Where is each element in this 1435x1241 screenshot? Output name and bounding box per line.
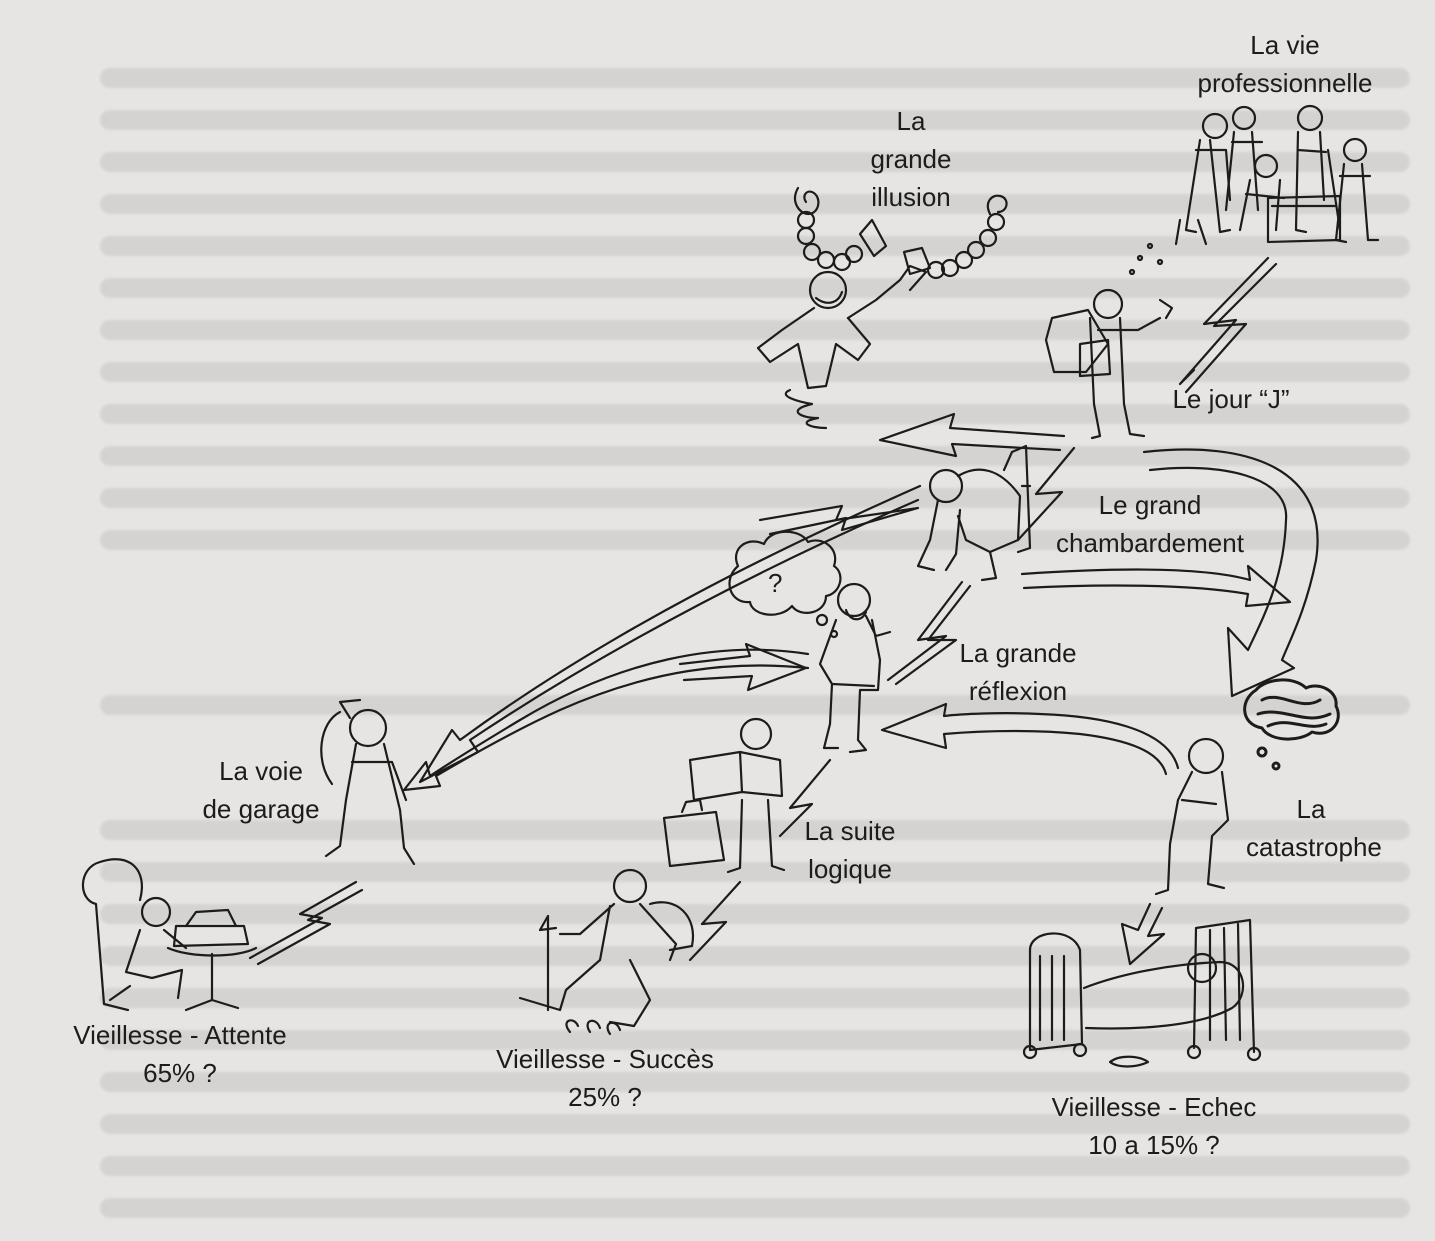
- label-jour-j: Le jour “J”: [1156, 380, 1306, 418]
- arrow-into-chambardement: [758, 504, 920, 536]
- label-voie-de-garage: La voie de garage: [196, 752, 326, 828]
- arrow-garage-to-attente: [248, 880, 364, 966]
- arrow-jour-to-illusion: [878, 412, 1066, 458]
- arrow-chambardement-right: [1020, 564, 1292, 608]
- arrow-catastrophe-to-echec: [1120, 902, 1166, 966]
- bleed-through-texture: [100, 68, 1410, 1218]
- reflexion-man-illustration: [818, 582, 892, 754]
- arrow-suite-to-succes: [688, 880, 742, 962]
- storm-cloud-scribble: [1243, 678, 1340, 771]
- label-grande-reflexion-line2: réflexion: [968, 676, 1068, 706]
- arrow-jour-to-catastrophe: [1142, 448, 1319, 698]
- label-jour-j-text: Le jour “J”: [1172, 384, 1290, 414]
- arrow-reflexion-to-garage: [402, 648, 810, 792]
- attente-armchair-illustration: [81, 858, 258, 1012]
- label-vieillesse-echec: Vieillesse - Echec 10 a 15% ?: [1024, 1088, 1284, 1164]
- label-grande-illusion-line1: La: [896, 106, 926, 136]
- arrow-vie-to-jour: [1178, 256, 1278, 394]
- label-vieillesse-succes: Vieillesse - Succès 25% ?: [480, 1040, 730, 1116]
- arrow-reflexion-to-suite: [778, 758, 832, 838]
- label-grand-chambardement-line1: Le grand: [1098, 490, 1202, 520]
- label-grand-chambardement: Le grand chambardement: [1040, 486, 1260, 562]
- echec-bed-illustration: [1022, 918, 1262, 1068]
- garage-man-illustration: [320, 698, 416, 866]
- label-vieillesse-attente-line2: 65% ?: [143, 1058, 217, 1088]
- label-vieillesse-succes-line2: 25% ?: [568, 1082, 642, 1112]
- chambardement-man-illustration: [916, 444, 1032, 582]
- label-grande-illusion: La grande illusion: [856, 102, 966, 216]
- arrow-chambardement-to-reflexion: [886, 580, 972, 686]
- jour-j-man-illustration: [1044, 242, 1174, 440]
- label-voie-de-garage-line2: de garage: [202, 794, 320, 824]
- label-grand-chambardement-line2: chambardement: [1056, 528, 1244, 558]
- label-vie-professionnelle-line2: professionnelle: [1197, 68, 1373, 98]
- thought-bubble-question-mark: ?: [768, 568, 782, 598]
- label-vieillesse-echec-line2: 10 a 15% ?: [1088, 1130, 1220, 1160]
- label-grande-reflexion: La grande réflexion: [948, 634, 1088, 710]
- label-grande-illusion-line2: grande: [870, 144, 952, 174]
- succes-hiker-illustration: [518, 868, 695, 1036]
- label-vieillesse-succes-line1: Vieillesse - Succès: [496, 1044, 714, 1074]
- arrow-into-reflexion: [678, 642, 808, 692]
- label-suite-logique-line1: La suite: [804, 816, 896, 846]
- office-workers-illustration: [1174, 104, 1380, 246]
- catastrophe-man-illustration: [1154, 737, 1230, 896]
- illusion-man-illustration: [756, 186, 1008, 430]
- label-suite-logique-line2: logique: [808, 854, 892, 884]
- arrow-catastrophe-to-reflexion: [880, 702, 1180, 776]
- label-grande-illusion-line3: illusion: [871, 182, 951, 212]
- arrow-chambardement-to-garage: [418, 484, 922, 784]
- label-suite-logique: La suite logique: [790, 812, 910, 888]
- label-vie-professionnelle-line1: La vie: [1250, 30, 1320, 60]
- arrow-chambardement-lightning: [1016, 446, 1076, 542]
- label-vieillesse-attente: Vieillesse - Attente 65% ?: [50, 1016, 310, 1092]
- label-grande-reflexion-line1: La grande: [959, 638, 1077, 668]
- label-catastrophe-line1: La: [1296, 794, 1326, 824]
- label-catastrophe: La catastrophe: [1246, 790, 1382, 866]
- label-voie-de-garage-line1: La voie: [219, 756, 303, 786]
- suite-man-illustration: [662, 717, 786, 874]
- label-vieillesse-echec-line1: Vieillesse - Echec: [1051, 1092, 1257, 1122]
- label-catastrophe-line2: catastrophe: [1246, 832, 1382, 862]
- label-vieillesse-attente-line1: Vieillesse - Attente: [73, 1020, 287, 1050]
- label-vie-professionnelle: La vie professionnelle: [1180, 26, 1390, 102]
